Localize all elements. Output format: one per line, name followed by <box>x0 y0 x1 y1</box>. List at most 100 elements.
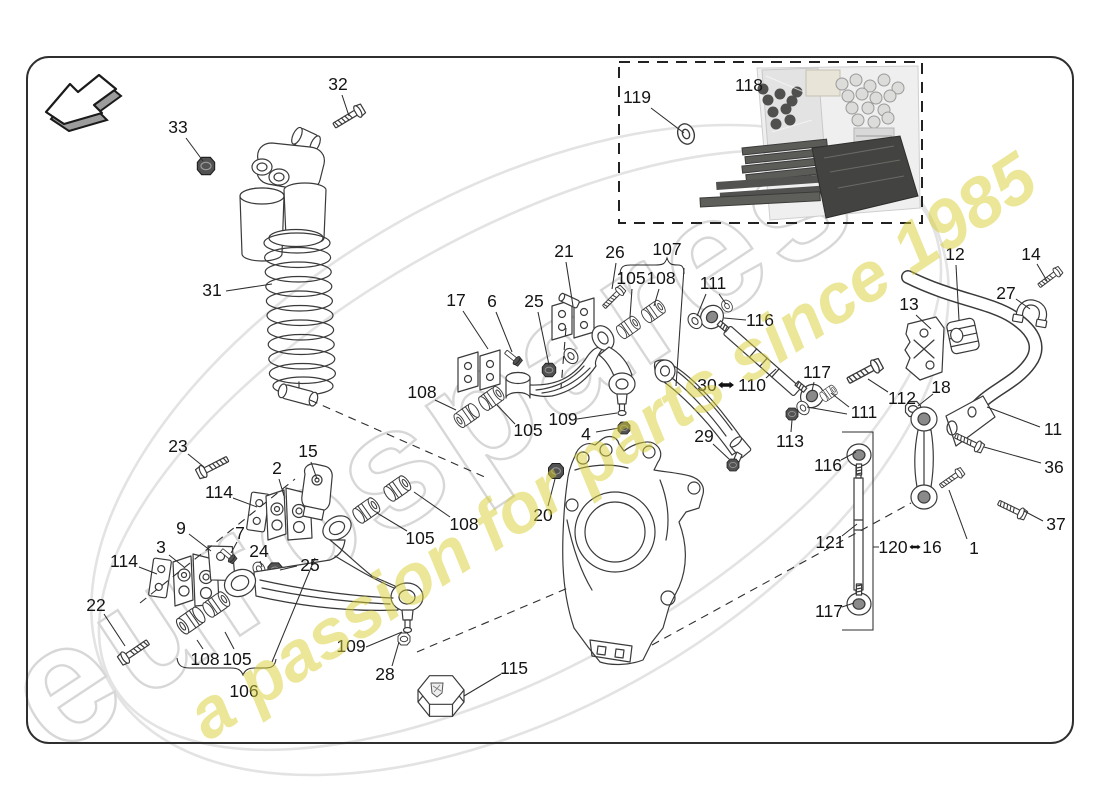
part-label-3: 3 <box>156 537 166 557</box>
leader-line <box>917 393 934 407</box>
group-brace-106 <box>176 657 277 677</box>
part-label-108: 108 <box>449 514 478 534</box>
part-label-4: 4 <box>581 424 591 444</box>
nut-113 <box>785 407 799 421</box>
leader-line <box>230 541 238 554</box>
leader-line <box>650 107 685 134</box>
leader-line <box>595 427 620 433</box>
part-label-20: 20 <box>533 505 553 525</box>
upper-control-arm <box>505 325 636 417</box>
part-label-109: 109 <box>548 409 577 429</box>
part-label-7: 7 <box>235 523 245 543</box>
leader-line <box>955 264 960 321</box>
bracket-13 <box>904 316 945 381</box>
leader-line <box>496 404 516 425</box>
part-label-31: 31 <box>202 280 221 300</box>
part-label-112: 112 <box>888 388 916 408</box>
leader-line <box>790 419 793 433</box>
leader-line <box>168 554 185 568</box>
leader-line <box>185 137 204 162</box>
hardware-kit-inset <box>618 61 923 224</box>
part-label-120: 120 <box>878 537 907 557</box>
bolt-1 <box>937 466 967 491</box>
part-label-111: 111 <box>851 402 878 422</box>
construction-line <box>560 327 567 389</box>
leader-line <box>434 399 457 411</box>
part-label-9: 9 <box>176 518 186 538</box>
leader-line <box>187 453 205 468</box>
leader-line <box>565 261 574 307</box>
construction-line <box>651 502 912 646</box>
part-label-18: 18 <box>931 377 950 397</box>
leader-line <box>1036 263 1048 282</box>
leader-lines <box>103 94 1048 697</box>
leader-line <box>138 566 158 575</box>
nut-28 <box>397 632 411 646</box>
leader-line <box>811 381 815 392</box>
double-arrow-icon <box>718 381 734 389</box>
part-label-32: 32 <box>328 74 347 94</box>
part-label-105: 105 <box>616 268 645 288</box>
construction-lines <box>139 327 912 653</box>
construction-line <box>309 399 488 479</box>
lower-control-arm <box>223 515 424 634</box>
bolt-112 <box>844 356 885 388</box>
part-label-37: 37 <box>1046 514 1065 534</box>
part-label-17: 17 <box>446 290 465 310</box>
leader-line <box>224 631 235 650</box>
part-label-36: 36 <box>1044 457 1063 477</box>
plate-114-a <box>246 491 270 533</box>
toe-link-arm <box>653 359 752 463</box>
part-label-14: 14 <box>1021 244 1041 264</box>
knuckle <box>562 435 705 666</box>
leader-line <box>986 406 1041 428</box>
part-label-16: 16 <box>922 537 941 557</box>
leader-line <box>915 314 932 330</box>
nut-29 <box>726 458 740 472</box>
part-label-12: 12 <box>945 244 964 264</box>
leader-line <box>723 317 747 321</box>
part-label-25: 25 <box>300 555 319 575</box>
nut-25-upper <box>541 362 557 378</box>
part-label-116: 116 <box>746 310 774 330</box>
hex-nut-115 <box>417 675 465 717</box>
part-label-119: 119 <box>623 87 651 107</box>
part-label-30: 30 <box>697 375 717 395</box>
leader-line <box>983 446 1042 464</box>
part-label-108: 108 <box>407 382 436 402</box>
inset-dashed-box <box>618 61 923 224</box>
group-bracket-120 <box>842 431 879 631</box>
part-label-25: 25 <box>524 291 543 311</box>
drop-link-121 <box>853 465 864 599</box>
part-label-24: 24 <box>249 541 269 561</box>
end-link-16 <box>910 406 938 510</box>
leader-line <box>696 293 707 317</box>
leader-line <box>376 512 408 532</box>
part-label-110: 110 <box>738 375 766 395</box>
nut-33 <box>196 156 216 176</box>
leader-line <box>463 673 502 697</box>
part-label-33: 33 <box>168 117 187 137</box>
bolt-37 <box>995 496 1029 522</box>
part-label-111: 111 <box>700 273 727 293</box>
leader-line <box>841 523 858 537</box>
part-label-13: 13 <box>899 294 918 314</box>
leader-line <box>232 497 258 508</box>
leader-line <box>547 478 556 507</box>
leader-line <box>391 641 400 667</box>
leader-line <box>341 94 350 117</box>
plate-114-b <box>148 557 172 599</box>
double-arrow-icon <box>909 544 921 550</box>
direction-arrow-icon <box>44 73 123 133</box>
leader-line <box>712 443 730 460</box>
leader-line <box>576 412 618 420</box>
part-label-23: 23 <box>168 436 187 456</box>
double-arrows <box>718 381 921 550</box>
part-label-22: 22 <box>86 595 105 615</box>
leader-line <box>830 392 850 408</box>
hardware-kit-photo <box>699 65 921 221</box>
part-label-105: 105 <box>405 528 434 548</box>
leader-line <box>310 461 318 480</box>
part-label-114: 114 <box>205 482 233 502</box>
